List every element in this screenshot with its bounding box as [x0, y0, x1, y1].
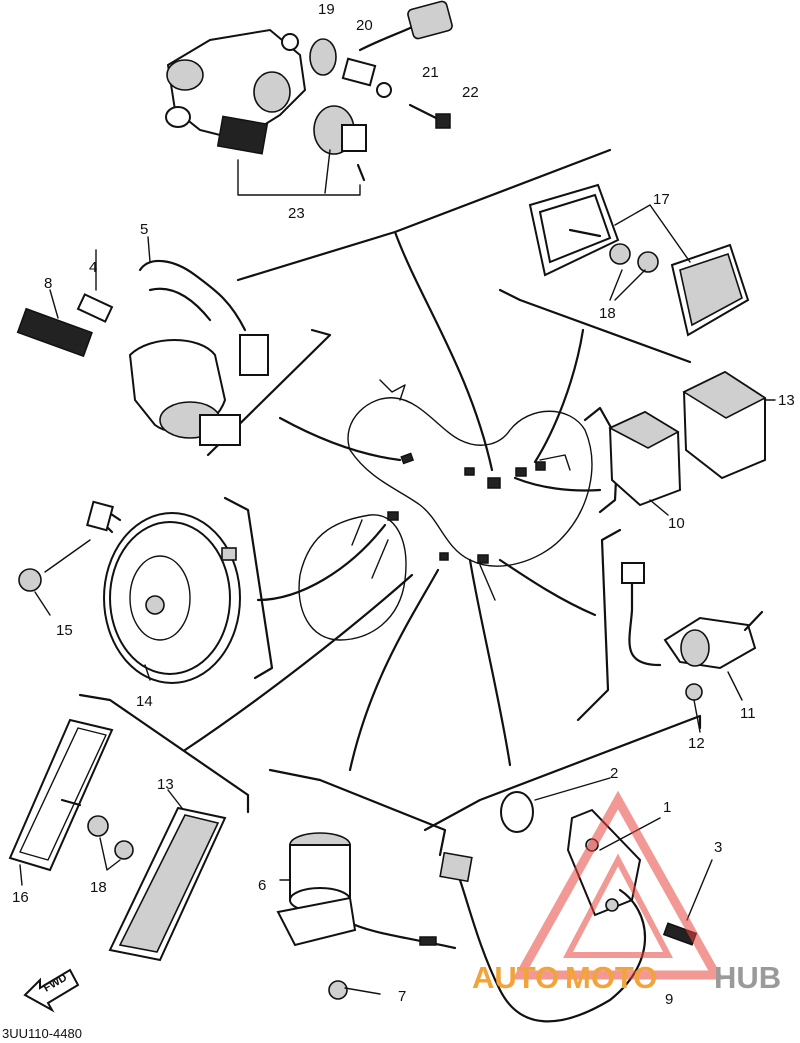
callout-7: 7: [398, 988, 406, 1005]
callout-16: 16: [12, 889, 29, 906]
callout-4: 4: [89, 259, 97, 276]
watermark-text-moto: MOTO: [565, 960, 657, 995]
leader-lines: [183, 230, 602, 772]
callout-8: 8: [44, 275, 52, 292]
lamp-assembly-17: [528, 183, 750, 337]
callout-23: 23: [288, 205, 305, 222]
callout-15: 15: [56, 622, 73, 639]
frame-connectors: [351, 452, 546, 601]
callout-12: 12: [688, 735, 705, 752]
frame-outline: [298, 379, 593, 641]
callout-20: 20: [356, 17, 373, 34]
section-dividers: [78, 148, 702, 857]
callout-11: 11: [740, 705, 756, 722]
switch-11: [621, 562, 764, 733]
horn-14: [18, 500, 241, 684]
watermark-logo: AUTO MOTO HUB: [472, 790, 781, 995]
forward-arrow-icon: FWD: [23, 968, 80, 1013]
diagram-code: 3UU110-4480: [2, 1026, 82, 1041]
callout-19: 19: [318, 1, 335, 18]
callout-13-bottom: 13: [157, 776, 174, 793]
watermark-text-auto: AUTO: [472, 960, 559, 995]
callout-6: 6: [258, 877, 266, 894]
callout-1: 1: [663, 799, 671, 816]
relays-10-13: [608, 370, 776, 516]
callout-5: 5: [140, 221, 148, 238]
callout-3: 3: [714, 839, 722, 856]
reflectors-16-13: [8, 718, 227, 962]
flasher-6: [276, 832, 457, 1000]
callout-9: 9: [665, 991, 673, 1008]
callout-13-right: 13: [778, 392, 795, 409]
callout-17: 17: [653, 191, 670, 208]
callout-2: 2: [610, 765, 618, 782]
watermark-text-hub: HUB: [714, 960, 781, 995]
sensor-assembly-top: [165, 0, 453, 196]
callout-18-top: 18: [599, 305, 616, 322]
callout-14: 14: [136, 693, 153, 710]
callout-21: 21: [422, 64, 439, 81]
callout-18-bottom: 18: [90, 879, 107, 896]
callout-22: 22: [462, 84, 479, 101]
switch-assembly-left: [16, 236, 269, 446]
callout-10: 10: [668, 515, 685, 532]
callout-labels: 19 20 21 22 23 5 4 8 17 18 13 10 15 14 1…: [12, 1, 795, 1008]
